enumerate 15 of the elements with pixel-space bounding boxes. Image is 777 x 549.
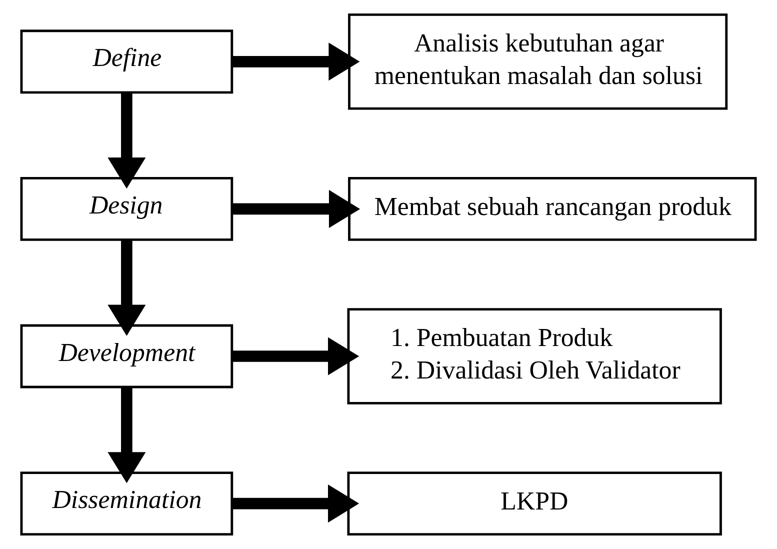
node-box: Dissemination <box>20 472 234 536</box>
arrow <box>232 484 360 523</box>
arrow <box>108 92 146 189</box>
node-box: 1. Pembuatan Produk 2. Divalidasi Oleh Validator <box>347 308 722 404</box>
arrow <box>232 337 360 376</box>
node-box: Analisis kebutuhan agar menentukan masalah dan solusi <box>348 14 728 110</box>
arrow <box>108 387 146 484</box>
arrow <box>108 240 146 336</box>
node-box: LKPD <box>347 472 722 536</box>
node-box: Define <box>20 30 234 94</box>
arrow <box>232 190 360 228</box>
arrow <box>232 42 360 81</box>
node-box: Development <box>20 324 234 388</box>
node-box: Design <box>20 176 234 241</box>
node-box: Membat sebuah rancangan produk <box>348 176 757 241</box>
